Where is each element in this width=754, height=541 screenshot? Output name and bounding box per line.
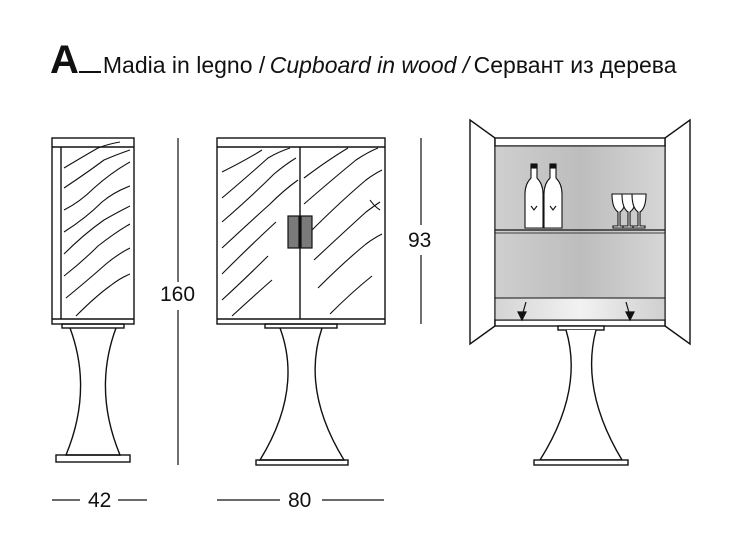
side-pedestal (64, 327, 122, 456)
drawer-arrows (517, 301, 635, 322)
title-underscore (78, 71, 101, 73)
front-wood-grain (221, 147, 383, 317)
title-italian: Madia in legno / (102, 52, 266, 78)
dimension-cabinet-height: 93 (408, 229, 432, 252)
side-cabinet-outline (51, 137, 135, 325)
product-title: A Madia in legno / Cupboard in wood / Сер… (50, 38, 677, 82)
front-view (216, 137, 386, 466)
mirror-back (494, 145, 666, 299)
side-view (51, 137, 135, 463)
title-russian: Сервант из дерева (473, 52, 677, 78)
interior-drawer (494, 297, 666, 321)
open-pedestal (538, 329, 624, 461)
front-base-plate (264, 323, 338, 329)
dimension-lines (52, 138, 422, 501)
open-right-door (664, 118, 691, 346)
dimension-width: 80 (288, 489, 312, 512)
product-letter: A (50, 38, 79, 82)
dimension-depth: 42 (88, 489, 112, 512)
side-wood-grain (63, 141, 131, 317)
door-handles (287, 215, 313, 249)
wine-glass-icons (611, 193, 647, 229)
open-view (469, 118, 691, 466)
front-pedestal (258, 327, 346, 461)
side-base-plate (61, 323, 125, 329)
dimension-total-height: 160 (160, 283, 196, 306)
bottle-icons (524, 163, 563, 229)
open-left-door (469, 118, 496, 346)
title-english: Cupboard in wood / (269, 52, 470, 78)
